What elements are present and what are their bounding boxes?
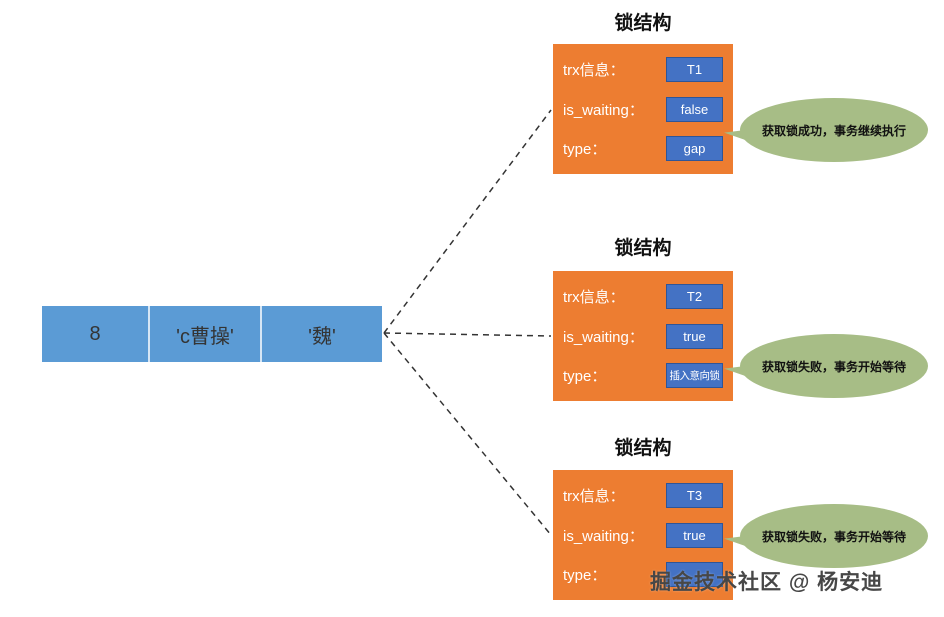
lock-row-is-waiting: is_waiting： true: [563, 323, 723, 350]
is-waiting-label: is_waiting：: [563, 101, 644, 119]
type-label: type：: [563, 368, 607, 385]
lock-structure-box-3: trx信息： T3 is_waiting： true type：: [553, 470, 733, 600]
lock-structure-box-2: trx信息： T2 is_waiting： true type： 插入意向锁: [553, 271, 733, 401]
trx-value-badge: T1: [666, 57, 723, 82]
watermark-text: 掘金技术社区 @ 杨安迪: [650, 571, 884, 594]
lock-row-trx: trx信息： T3: [563, 482, 723, 509]
type-label: type：: [563, 141, 607, 158]
is-waiting-value-badge: false: [666, 96, 723, 122]
is-waiting-label: is_waiting：: [563, 328, 644, 346]
connector-line-bottom: [383, 332, 552, 536]
lock-row-type: type： gap: [563, 135, 723, 162]
speech-bubble-1: 获取锁成功，事务继续执行: [740, 98, 928, 162]
is-waiting-value-badge: true: [666, 323, 723, 349]
type-value-badge: [666, 562, 723, 587]
lock-structure-title-2: 锁结构: [614, 238, 672, 259]
record-cell-country: '魏': [262, 306, 382, 362]
lock-row-trx: trx信息： T2: [563, 283, 723, 310]
is-waiting-value-badge: true: [666, 522, 723, 548]
trx-label: trx信息：: [563, 289, 625, 306]
is-waiting-label: is_waiting：: [563, 527, 644, 545]
record-cell-id: 8: [42, 306, 150, 362]
lock-row-is-waiting: is_waiting： true: [563, 522, 723, 549]
lock-structure-title-3: 锁结构: [614, 438, 672, 459]
type-label: type：: [563, 567, 607, 584]
lock-row-type: type：: [563, 561, 723, 588]
record-cell-name: 'c曹操': [150, 306, 262, 362]
speech-bubble-2: 获取锁失败，事务开始等待: [740, 334, 928, 398]
connector-line-top: [383, 109, 552, 334]
record-row: 8 'c曹操' '魏': [42, 306, 382, 362]
lock-structure-title-1: 锁结构: [614, 13, 672, 34]
lock-structure-box-1: trx信息： T1 is_waiting： false type： gap: [553, 44, 733, 174]
trx-value-badge: T2: [666, 284, 723, 309]
trx-value-badge: T3: [666, 483, 723, 508]
lock-row-type: type： 插入意向锁: [563, 362, 723, 389]
lock-row-trx: trx信息： T1: [563, 56, 723, 83]
connector-line-middle: [383, 332, 552, 337]
lock-row-is-waiting: is_waiting： false: [563, 96, 723, 123]
speech-bubble-3: 获取锁失败，事务开始等待: [740, 504, 928, 568]
trx-label: trx信息：: [563, 62, 625, 79]
type-value-badge: gap: [666, 136, 723, 161]
type-value-badge: 插入意向锁: [666, 363, 723, 388]
trx-label: trx信息：: [563, 488, 625, 505]
